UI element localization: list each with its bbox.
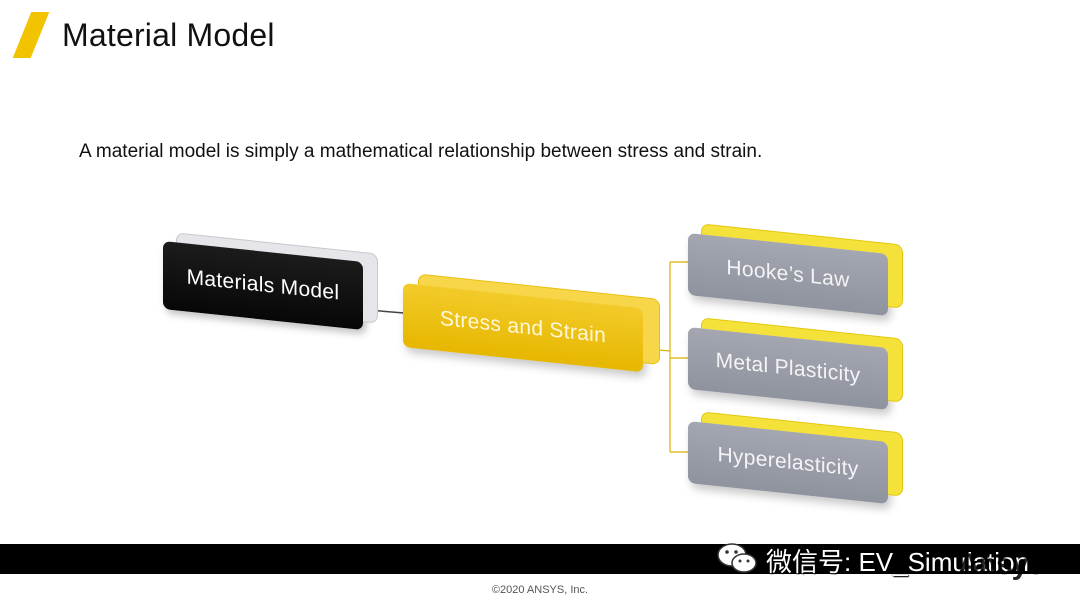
metal-plasticity-label: Metal Plasticity [715,348,861,388]
copyright-text: ©2020 ANSYS, Inc. [491,584,589,596]
wechat-icon [717,543,757,573]
materials-model-label: Materials Model [186,265,340,305]
hookes-law-label: Hooke’s Law [726,256,850,292]
hyperelasticity-label: Hyperelasticity [717,443,859,481]
slide-title: Material Model [62,17,275,53]
connector-root-middle [367,309,405,314]
ansys-logo: Ansys [958,548,1044,581]
footer-bar [0,544,1080,574]
wechat-watermark: 微信号: EV_Simulation [766,547,1029,577]
stress-and-strain-label: Stress and Strain [439,306,607,348]
connector-middle-bus [647,348,671,352]
intro-text: A material model is simply a mathematica… [79,141,763,162]
